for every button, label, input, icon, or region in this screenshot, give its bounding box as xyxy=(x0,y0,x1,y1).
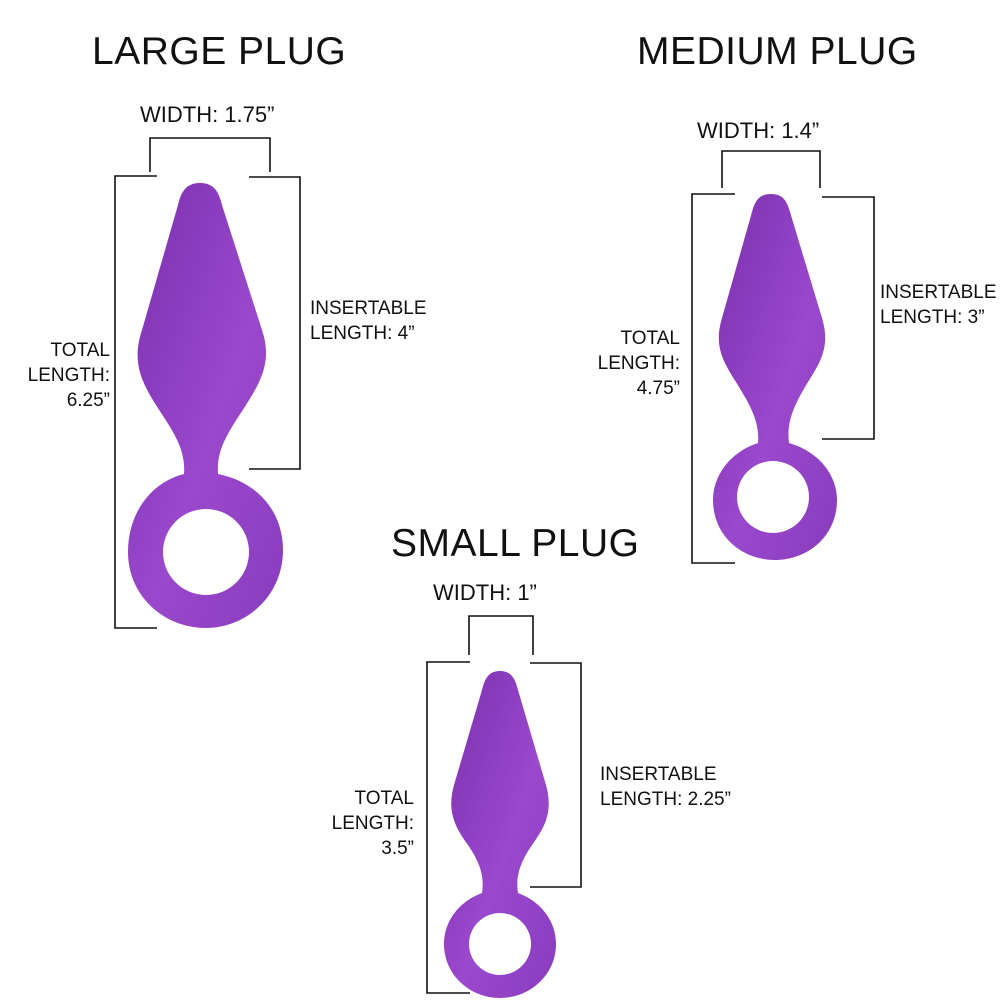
small-total-line3: 3.5” xyxy=(381,838,414,859)
medium-total-bracket xyxy=(691,193,735,564)
large-total-label: TOTAL LENGTH: 6.25” xyxy=(10,338,110,413)
small-width-label: WIDTH: 1” xyxy=(433,580,537,605)
small-plug-title: SMALL PLUG xyxy=(391,522,640,565)
large-ring-hole xyxy=(163,509,249,595)
small-total-bracket xyxy=(426,661,470,994)
small-ring-hole xyxy=(469,913,531,975)
small-insertable-label: INSERTABLE LENGTH: 2.25” xyxy=(600,762,731,812)
large-plug-illustration xyxy=(114,137,301,629)
small-width-bracket xyxy=(468,615,534,655)
medium-insertable-line2: LENGTH: 3” xyxy=(880,307,985,328)
medium-plug-shape xyxy=(713,194,837,560)
medium-insertable-line1: INSERTABLE xyxy=(880,282,997,303)
small-insertable-line1: INSERTABLE xyxy=(600,764,717,785)
large-width-label: WIDTH: 1.75” xyxy=(140,102,275,127)
large-plug-title: LARGE PLUG xyxy=(92,30,347,73)
large-insertable-line1: INSERTABLE xyxy=(310,298,427,319)
large-insertable-label: INSERTABLE LENGTH: 4” xyxy=(310,296,427,346)
large-insertable-bracket xyxy=(249,176,301,470)
small-plug-illustration xyxy=(426,615,582,998)
medium-width-bracket xyxy=(721,150,821,188)
small-plug-shape xyxy=(444,671,556,998)
large-total-line1: TOTAL xyxy=(50,340,110,361)
small-total-label: TOTAL LENGTH: 3.5” xyxy=(314,786,414,861)
large-plug-shape xyxy=(128,183,283,628)
medium-total-label: TOTAL LENGTH: 4.75” xyxy=(580,326,680,401)
medium-width-label: WIDTH: 1.4” xyxy=(697,118,820,143)
small-insertable-line2: LENGTH: 2.25” xyxy=(600,789,731,810)
medium-total-line1: TOTAL xyxy=(620,328,680,349)
small-insertable-bracket xyxy=(530,662,582,888)
large-total-bracket xyxy=(114,175,157,629)
medium-plug-title: MEDIUM PLUG xyxy=(637,30,918,73)
small-total-line2: LENGTH: xyxy=(331,813,414,834)
small-total-line1: TOTAL xyxy=(354,788,414,809)
large-insertable-line2: LENGTH: 4” xyxy=(310,323,415,344)
large-total-line2: LENGTH: xyxy=(27,365,110,386)
large-width-bracket xyxy=(149,137,271,172)
large-total-line3: 6.25” xyxy=(66,390,110,411)
medium-plug-illustration xyxy=(691,150,875,564)
medium-ring-hole xyxy=(737,461,809,533)
medium-insertable-bracket xyxy=(822,196,875,440)
medium-total-line2: LENGTH: xyxy=(597,353,680,374)
medium-insertable-label: INSERTABLE LENGTH: 3” xyxy=(880,280,997,330)
medium-total-line3: 4.75” xyxy=(636,378,680,399)
